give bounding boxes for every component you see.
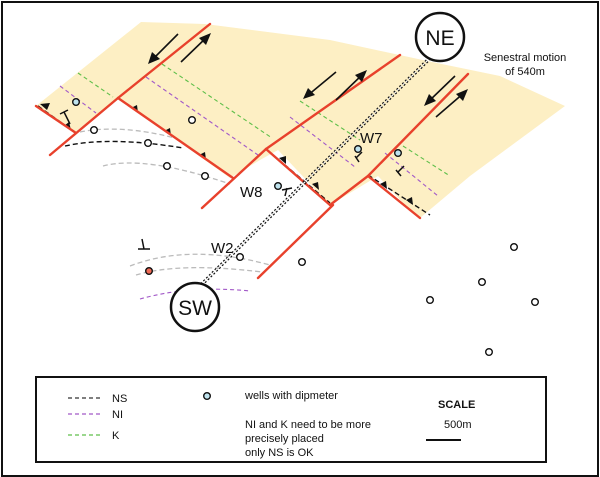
well[interactable] <box>162 161 171 170</box>
well[interactable] <box>485 348 494 357</box>
well-label-w7: W7 <box>360 130 383 147</box>
horizon-k <box>77 63 451 177</box>
section-end-ne-label: NE <box>425 27 454 50</box>
fault-blocks <box>36 22 565 218</box>
projected-ni <box>139 288 251 300</box>
motion-arrows <box>148 33 468 118</box>
legend-label-k: K <box>112 430 120 442</box>
legend-note-1: NI and K need to be more <box>245 419 371 431</box>
highlight-well[interactable] <box>144 267 153 276</box>
dipmeter-well[interactable] <box>71 97 80 106</box>
dipmeter-well-w8[interactable] <box>274 181 283 190</box>
well[interactable] <box>89 125 98 134</box>
annotation-line-2: of 540m <box>505 66 545 78</box>
legend-label-ni: NI <box>112 409 123 421</box>
legend-note-2: precisely placed <box>245 433 324 445</box>
legend-label-ns: NS <box>112 393 127 405</box>
dip-symbols <box>59 109 405 250</box>
annotation-line-1: Senestral motion <box>484 52 567 64</box>
well-w2[interactable] <box>235 252 244 261</box>
section-end-sw: SW <box>169 281 221 333</box>
dipmeter-well[interactable] <box>394 148 403 157</box>
cross-section-line-inner <box>195 57 431 291</box>
well[interactable] <box>143 138 152 147</box>
well[interactable] <box>531 298 540 307</box>
well[interactable] <box>510 242 519 251</box>
scale-title: SCALE <box>438 399 475 411</box>
legend-well-symbol <box>202 392 211 401</box>
wells <box>71 97 540 357</box>
legend-note-3: only NS is OK <box>245 447 314 459</box>
section-end-sw-label: SW <box>178 297 212 320</box>
well[interactable] <box>426 296 435 305</box>
well-label-w8: W8 <box>240 184 263 201</box>
dipmeter-well-w7[interactable] <box>354 144 363 153</box>
well-label-w2: W2 <box>211 240 234 257</box>
legend-box <box>35 376 547 463</box>
well[interactable] <box>200 171 209 180</box>
legend-well-label: wells with dipmeter <box>244 390 338 402</box>
section-end-ne: NE <box>414 11 466 63</box>
well[interactable] <box>298 258 307 267</box>
scale-value: 500m <box>444 419 472 431</box>
fault-block-west <box>36 22 565 218</box>
well[interactable] <box>478 278 487 287</box>
well[interactable] <box>187 115 196 124</box>
faults <box>34 22 470 280</box>
legend: NS NI K wells with dipmeter NI and K nee… <box>35 376 547 463</box>
